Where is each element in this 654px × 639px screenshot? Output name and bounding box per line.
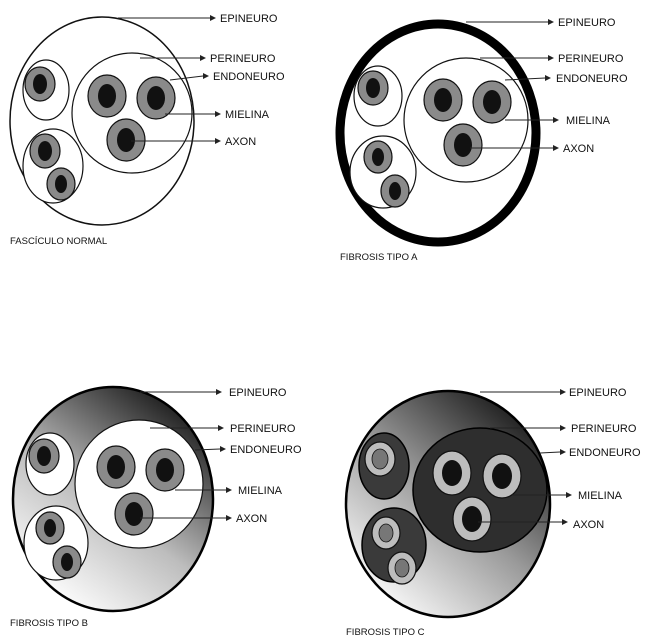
label-axon: AXON xyxy=(225,136,256,148)
caption-tipo-a: FIBROSIS TIPO A xyxy=(340,252,418,263)
panel-tipo-b: EPINEURO PERINEURO ENDONEURO MIELINA AXO… xyxy=(10,387,302,629)
label-mielina: MIELINA xyxy=(578,490,623,502)
label-epineuro: EPINEURO xyxy=(569,387,627,399)
label-axon: AXON xyxy=(573,519,604,531)
label-endoneuro: ENDONEURO xyxy=(213,71,285,83)
label-axon: AXON xyxy=(563,143,594,155)
label-mielina: MIELINA xyxy=(238,485,283,497)
label-endoneuro: ENDONEURO xyxy=(569,447,641,459)
label-epineuro: EPINEURO xyxy=(229,387,287,399)
label-epineuro: EPINEURO xyxy=(558,17,616,29)
label-perineuro: PERINEURO xyxy=(558,53,624,65)
label-perineuro: PERINEURO xyxy=(210,53,276,65)
label-endoneuro: ENDONEURO xyxy=(230,444,302,456)
label-mielina: MIELINA xyxy=(225,109,270,121)
caption-normal: FASCÍCULO NORMAL xyxy=(10,236,107,247)
label-perineuro: PERINEURO xyxy=(230,423,296,435)
label-endoneuro: ENDONEURO xyxy=(556,73,628,85)
caption-tipo-b: FIBROSIS TIPO B xyxy=(10,618,88,629)
label-epineuro: EPINEURO xyxy=(220,13,278,25)
panel-normal: EPINEURO PERINEURO ENDONEURO MIELINA AXO… xyxy=(10,13,285,247)
panel-tipo-c: EPINEURO PERINEURO ENDONEURO MIELINA AXO… xyxy=(346,387,641,638)
label-axon: AXON xyxy=(236,513,267,525)
label-perineuro: PERINEURO xyxy=(571,423,637,435)
panel-tipo-a: EPINEURO PERINEURO ENDONEURO MIELINA AXO… xyxy=(340,17,628,263)
caption-tipo-c: FIBROSIS TIPO C xyxy=(346,627,425,638)
label-mielina: MIELINA xyxy=(566,115,611,127)
